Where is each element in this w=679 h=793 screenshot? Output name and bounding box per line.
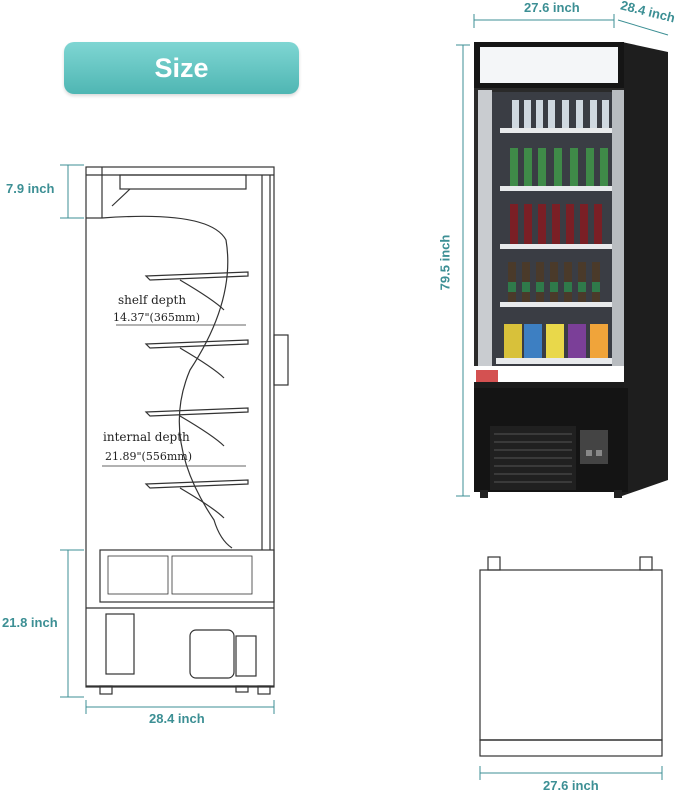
shelf-depth-value: 14.37"(365mm) [113, 311, 200, 324]
base-height-label: 21.8 inch [2, 615, 58, 630]
top-height-label: 7.9 inch [6, 181, 55, 196]
shelf-depth-title: shelf depth [118, 293, 187, 307]
top-width-label: 27.6 inch [543, 778, 599, 793]
internal-depth-title: internal depth [103, 430, 190, 444]
side-view-drawing [60, 164, 289, 714]
size-title: Size [154, 52, 209, 83]
internal-depth-value: 21.89"(556mm) [105, 450, 192, 463]
top-view-drawing [479, 556, 663, 780]
product-width-label: 27.6 inch [524, 0, 580, 15]
product-height-label: 79.5 inch [437, 234, 453, 291]
fridge-illustration [456, 14, 669, 498]
side-depth-label: 28.4 inch [149, 711, 205, 726]
size-badge: Size [64, 42, 299, 94]
